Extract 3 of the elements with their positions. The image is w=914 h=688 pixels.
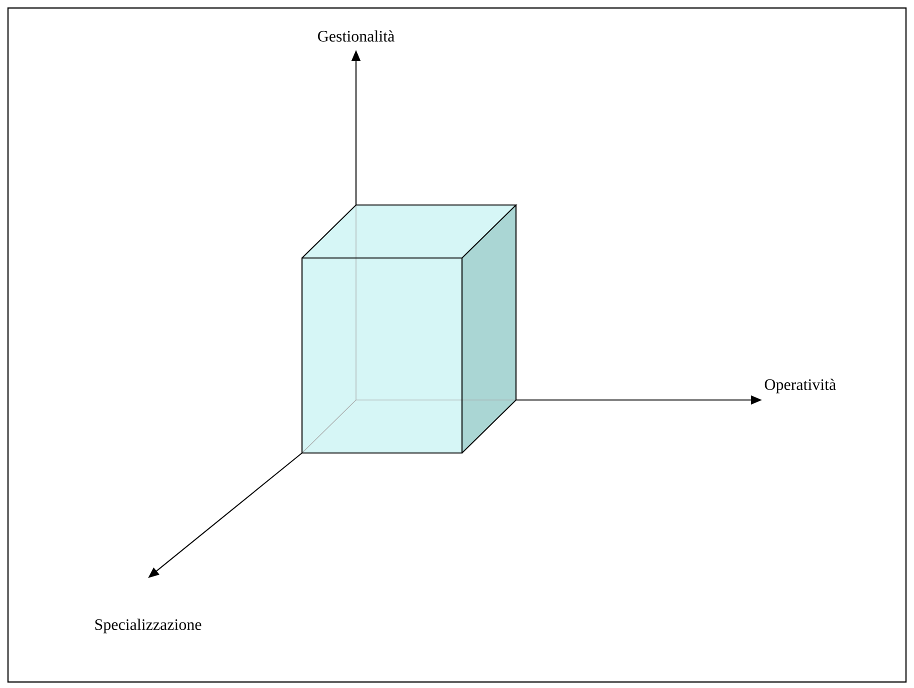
axis-label: Gestionalità <box>318 30 394 42</box>
axis-label: Specializzazione <box>95 618 202 634</box>
axis-label: Operatività <box>764 378 836 394</box>
